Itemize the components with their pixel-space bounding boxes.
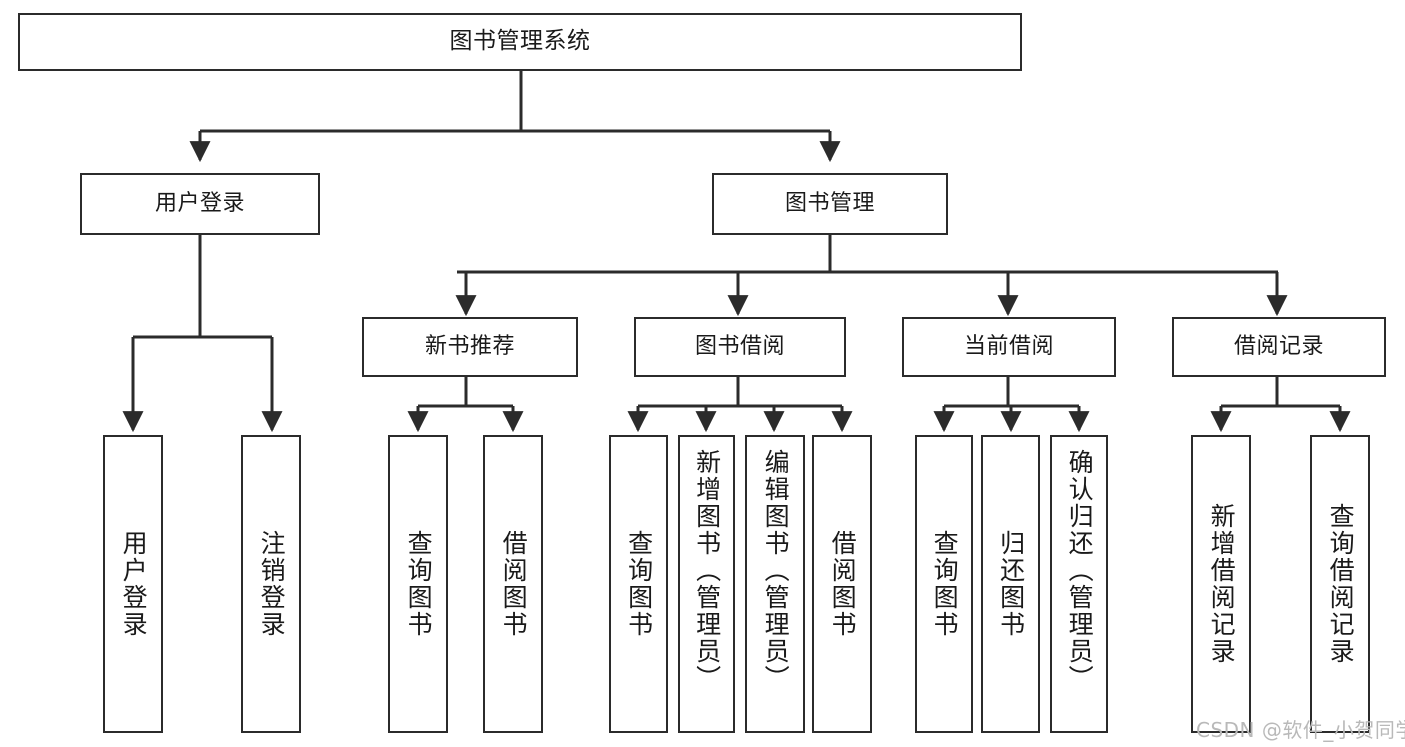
node-user-login[interactable]: 用户登录: [80, 173, 320, 235]
node-current-borrow[interactable]: 当前借阅: [902, 317, 1116, 377]
leaf-edit-book-admin[interactable]: 编辑图书（管理员）: [745, 435, 805, 733]
node-label: 图书管理系统: [449, 28, 591, 55]
leaf-query-book-current[interactable]: 查询图书: [915, 435, 973, 733]
node-label: 图书借阅: [694, 334, 785, 360]
node-new-book-recommend[interactable]: 新书推荐: [362, 317, 578, 377]
node-root-system[interactable]: 图书管理系统: [18, 13, 1022, 71]
leaf-return-book[interactable]: 归还图书: [981, 435, 1040, 733]
node-label: 用户登录: [154, 191, 245, 217]
node-label: 借阅图书: [499, 530, 529, 638]
leaf-confirm-return-admin[interactable]: 确认归还（管理员）: [1050, 435, 1108, 733]
node-label: 借阅图书: [828, 530, 858, 638]
node-label: 新增图书（管理员）: [692, 449, 722, 692]
node-book-management[interactable]: 图书管理: [712, 173, 948, 235]
node-label: 编辑图书（管理员）: [761, 449, 791, 692]
csdn-watermark: CSDN @软件_小贺同学: [1196, 718, 1405, 742]
leaf-borrow-book[interactable]: 借阅图书: [812, 435, 872, 733]
node-label: 图书管理: [784, 191, 875, 217]
node-label: 查询图书: [930, 530, 960, 638]
node-label: 查询图书: [404, 530, 434, 638]
leaf-add-borrow-record[interactable]: 新增借阅记录: [1191, 435, 1251, 733]
leaf-query-book-borrow[interactable]: 查询图书: [609, 435, 668, 733]
leaf-user-login[interactable]: 用户登录: [103, 435, 163, 733]
leaf-logout[interactable]: 注销登录: [241, 435, 301, 733]
node-label: 当前借阅: [963, 334, 1054, 360]
leaf-borrow-book-recommend[interactable]: 借阅图书: [483, 435, 543, 733]
node-label: 归还图书: [996, 530, 1026, 638]
node-book-borrow[interactable]: 图书借阅: [634, 317, 846, 377]
node-label: 借阅记录: [1233, 334, 1324, 360]
node-label: 新书推荐: [424, 334, 515, 360]
node-borrow-record[interactable]: 借阅记录: [1172, 317, 1386, 377]
leaf-add-book-admin[interactable]: 新增图书（管理员）: [678, 435, 735, 733]
node-label: 新增借阅记录: [1207, 503, 1237, 665]
leaf-query-book-recommend[interactable]: 查询图书: [388, 435, 448, 733]
node-label: 确认归还（管理员）: [1065, 449, 1095, 692]
node-label: 查询借阅记录: [1326, 503, 1356, 665]
node-label: 查询图书: [624, 530, 654, 638]
node-label: 注销登录: [257, 530, 287, 638]
node-label: 用户登录: [119, 530, 149, 638]
leaf-query-borrow-record[interactable]: 查询借阅记录: [1310, 435, 1370, 733]
